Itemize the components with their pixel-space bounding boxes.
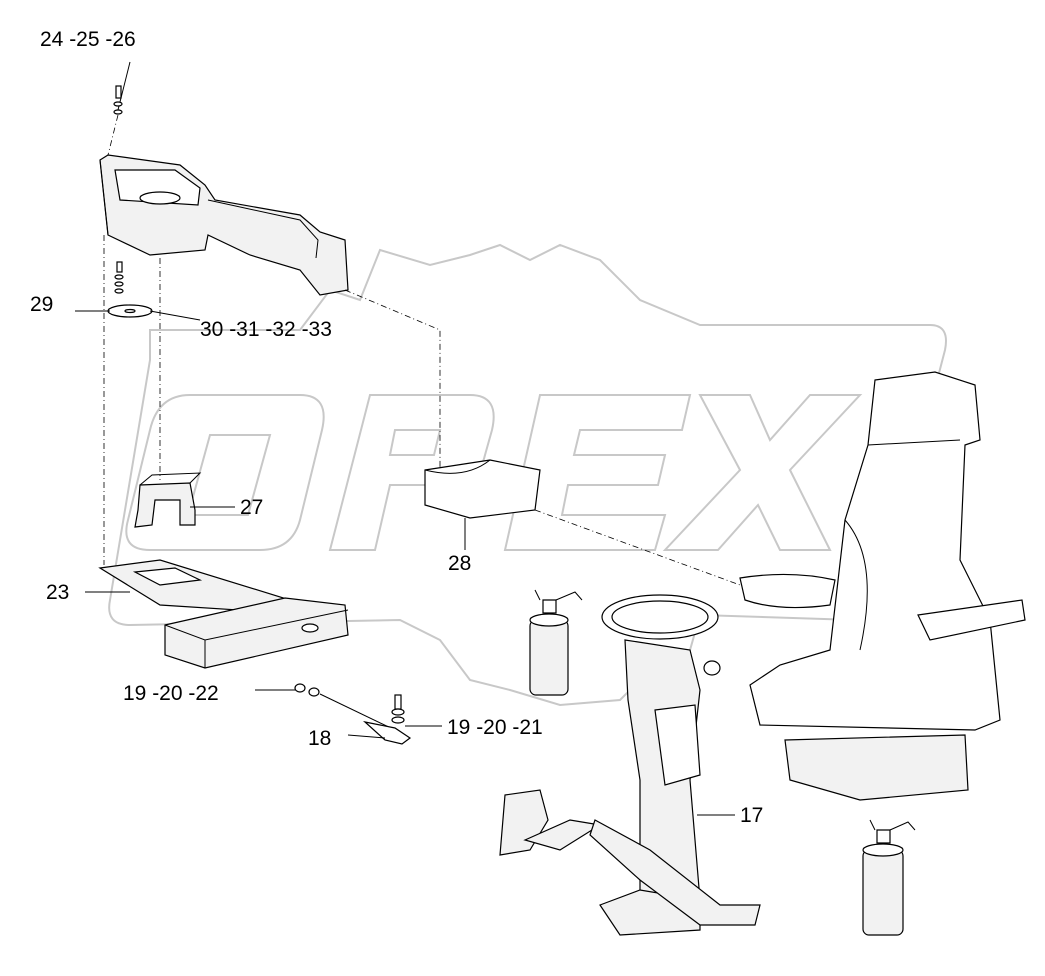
callout-28: 28 — [448, 552, 471, 575]
callout-19-20-21: 19 -20 -21 — [447, 716, 543, 739]
leader-lines — [75, 310, 735, 816]
fire-extinguisher-icon-2 — [862, 819, 916, 936]
callout-30-31-32-33: 30 -31 -32 -33 — [200, 318, 332, 341]
screw-stack-top — [107, 61, 131, 156]
callout-24-25-26: 24 -25 -26 — [40, 28, 136, 51]
bracket-part — [134, 472, 202, 528]
callout-19-20-22: 19 -20 -22 — [123, 682, 219, 705]
console-part — [99, 154, 349, 296]
seat-part — [739, 371, 1026, 801]
fire-extinguisher-icon — [529, 589, 583, 696]
steering-column-part — [599, 594, 721, 936]
callout-23: 23 — [46, 581, 69, 604]
lower-console-part — [164, 597, 349, 669]
callout-17: 17 — [740, 804, 763, 827]
tie-rod-part — [294, 683, 412, 745]
sponge-part — [424, 459, 541, 519]
pedals-part — [499, 789, 761, 926]
callout-27: 27 — [240, 496, 263, 519]
assembly-lines — [103, 235, 741, 586]
fastener-stack — [107, 261, 153, 318]
callout-18: 18 — [308, 727, 331, 750]
callout-29: 29 — [30, 293, 53, 316]
